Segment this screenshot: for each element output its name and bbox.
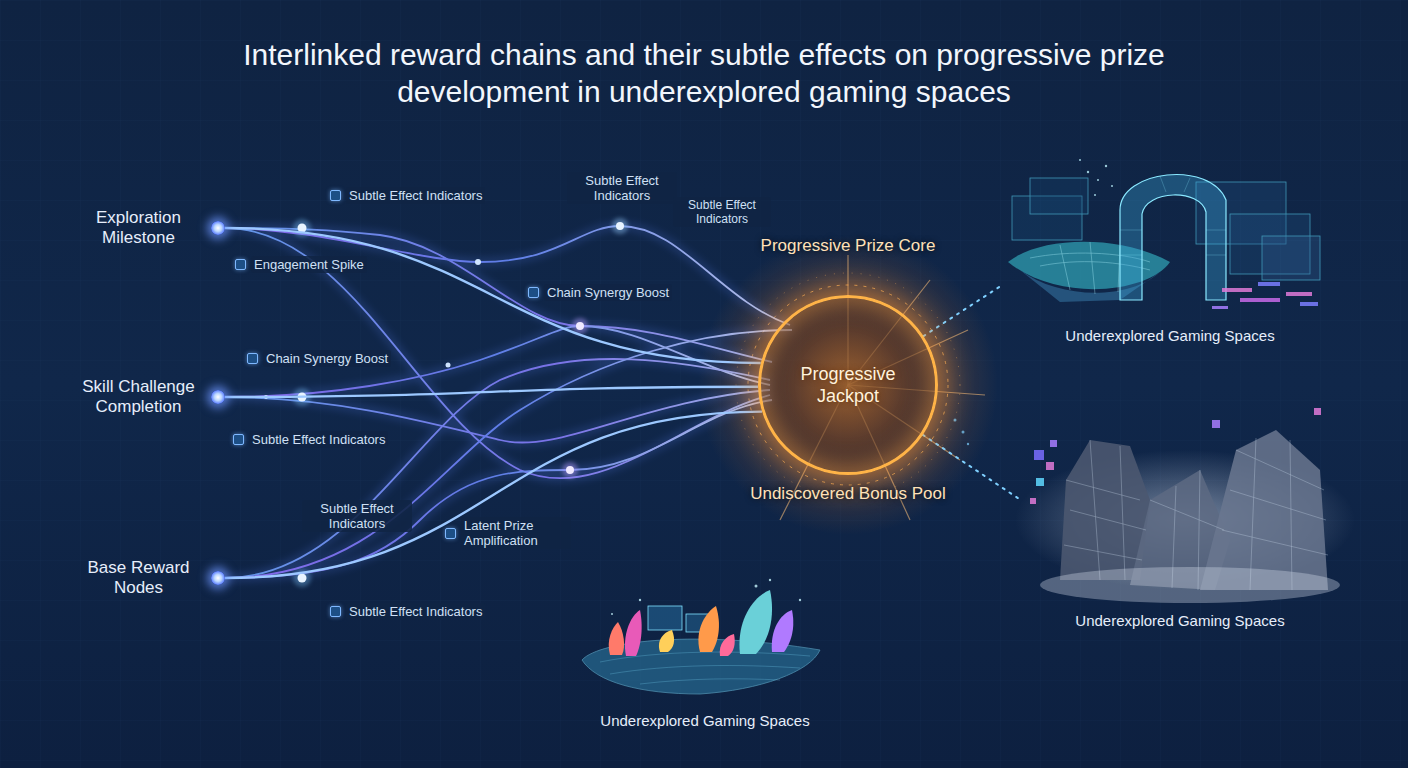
label-text: Subtle Effect Indicators xyxy=(567,172,677,204)
glow-dot xyxy=(211,221,225,235)
chip-icon xyxy=(330,190,341,201)
node-label: Skill Challenge Completion xyxy=(76,377,201,417)
reward-chain xyxy=(225,228,761,363)
milestone-node: Skill Challenge Completion xyxy=(76,377,225,417)
effect-label: Subtle Effect Indicators xyxy=(330,603,485,620)
node-label: Base Reward Nodes xyxy=(76,558,201,598)
label-text: Subtle Effect Indicators xyxy=(346,187,485,204)
effect-label: Engagement Spike xyxy=(235,256,367,273)
glow-dot xyxy=(211,571,225,585)
label-text: Subtle Effect Indicators xyxy=(673,197,771,227)
effect-label: Subtle Effect Indicators xyxy=(233,431,388,448)
effect-label: Subtle Effect Indicators xyxy=(330,187,485,204)
label-text: Latent Prize Amplification xyxy=(461,517,571,549)
label-text: Chain Synergy Boost xyxy=(263,350,391,367)
gaming-space: Underexplored Gaming Spaces xyxy=(1000,150,1340,345)
label-text: Engagement Spike xyxy=(251,256,367,273)
reward-chain xyxy=(225,412,762,578)
chip-icon xyxy=(247,353,258,364)
chip-icon xyxy=(233,434,244,445)
label-text: Chain Synergy Boost xyxy=(544,284,672,301)
core-heading: Progressive Prize Core xyxy=(741,236,955,256)
effect-label: Subtle Effect Indicators xyxy=(567,172,677,204)
diagram-title: Interlinked reward chains and their subt… xyxy=(154,36,1254,110)
chip-icon xyxy=(528,287,539,298)
space-caption: Underexplored Gaming Spaces xyxy=(570,712,840,730)
space-caption: Underexplored Gaming Spaces xyxy=(1020,612,1340,630)
milestone-node: Base Reward Nodes xyxy=(76,558,225,598)
effect-label: Chain Synergy Boost xyxy=(247,350,391,367)
effect-label: Subtle Effect Indicators xyxy=(302,500,412,532)
chip-icon xyxy=(235,259,246,270)
effect-label: Latent Prize Amplification xyxy=(445,517,571,549)
effect-label: Subtle Effect Indicators xyxy=(673,197,771,227)
effect-label: Chain Synergy Boost xyxy=(528,284,672,301)
core-label: Progressive Jackpot xyxy=(786,363,910,407)
reward-chain xyxy=(225,387,758,397)
gaming-space: Underexplored Gaming Spaces xyxy=(1020,405,1340,630)
label-text: Subtle Effect Indicators xyxy=(346,603,485,620)
space-caption: Underexplored Gaming Spaces xyxy=(1000,327,1340,345)
milestone-node: Exploration Milestone xyxy=(76,208,225,248)
label-text: Subtle Effect Indicators xyxy=(302,500,412,532)
label-text: Subtle Effect Indicators xyxy=(249,431,388,448)
chip-icon xyxy=(445,528,456,539)
chip-icon xyxy=(330,606,341,617)
dotted-link xyxy=(924,287,1000,337)
core-sublabel: Undiscovered Bonus Pool xyxy=(741,484,955,504)
prize-core-circle: Progressive Prize CoreProgressive Jackpo… xyxy=(758,295,938,475)
node-label: Exploration Milestone xyxy=(76,208,201,248)
gaming-space: Underexplored Gaming Spaces xyxy=(570,590,840,730)
glow-dot xyxy=(211,390,225,404)
